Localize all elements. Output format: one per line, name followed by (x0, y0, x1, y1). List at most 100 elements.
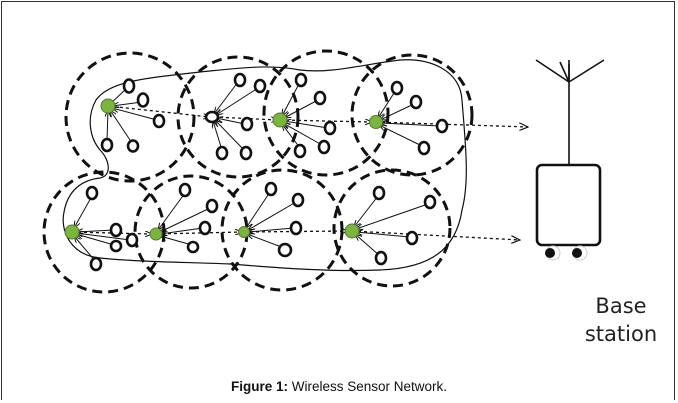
sensor-nodes (85, 72, 449, 272)
cluster-boundary (350, 53, 474, 177)
member-link (355, 234, 381, 257)
sensor-node (293, 143, 307, 159)
member-links (74, 81, 441, 263)
sensor-node (317, 139, 331, 155)
cluster-boundary (262, 49, 390, 177)
sensor-node (372, 185, 386, 201)
sensor-node (240, 116, 254, 132)
member-link (354, 195, 379, 227)
member-link (284, 121, 329, 129)
member-link (76, 233, 131, 241)
sensor-node (294, 72, 308, 88)
member-link (112, 108, 158, 121)
sensor-node (109, 222, 123, 238)
forwarding-link (107, 105, 210, 117)
sensor-node (277, 242, 293, 258)
sensor-node (186, 240, 200, 254)
sensor-node (289, 220, 303, 236)
member-link (282, 81, 301, 116)
sensor-node (136, 92, 150, 108)
member-link (110, 110, 133, 144)
antenna-icon (535, 59, 605, 165)
forwarding-link (243, 231, 348, 232)
cluster-heads (64, 98, 383, 241)
sensor-node (125, 232, 139, 248)
sensor-node (198, 220, 212, 236)
cluster-head-node (369, 115, 383, 129)
sensor-node (390, 80, 404, 96)
member-link (247, 234, 285, 249)
sensor-node (323, 120, 337, 136)
cluster-head-node (272, 112, 288, 128)
sensor-node (374, 250, 388, 266)
sensor-node (215, 145, 229, 161)
member-link (246, 191, 271, 228)
member-link (248, 227, 295, 232)
cluster-boundary (42, 170, 166, 294)
member-link (107, 110, 108, 142)
forwarding-link (279, 120, 372, 122)
sensor-node (253, 78, 267, 94)
member-link (160, 236, 193, 246)
cluster-head-node (64, 224, 80, 240)
caption-label: Figure 1: (230, 379, 288, 394)
member-link (356, 232, 411, 238)
base-station-box (535, 163, 602, 247)
base-station-label: Base station (566, 292, 676, 348)
figure-caption: Figure 1: Wireless Sensor Network. (0, 379, 678, 394)
member-link (380, 103, 415, 120)
sensor-node (291, 192, 305, 208)
cluster-head-node (149, 227, 163, 241)
forwarding-link (155, 232, 242, 234)
member-link (216, 118, 246, 125)
cluster-boundary (64, 51, 196, 183)
sensor-node (126, 139, 140, 153)
sensor-node (89, 256, 103, 272)
sensor-node (85, 185, 99, 201)
member-link (160, 207, 211, 232)
sensor-node (423, 194, 437, 210)
member-link (283, 123, 323, 146)
sensor-node (417, 140, 431, 156)
sensor-node (435, 118, 449, 134)
cluster-boundary (176, 55, 300, 179)
member-link (160, 227, 204, 234)
forwarding-link (71, 232, 152, 234)
base-station-label-line2: station (584, 322, 658, 346)
member-link (74, 195, 93, 228)
sensor-node (122, 78, 136, 94)
sensor-node (405, 230, 419, 246)
member-link (379, 125, 423, 147)
sensor-node (264, 181, 278, 197)
member-link (356, 203, 429, 229)
base-station-label-line1: Base (595, 294, 647, 318)
cluster-head-node (100, 98, 116, 114)
caption-text: Wireless Sensor Network. (287, 379, 448, 394)
forwarding-links (71, 105, 528, 240)
sensor-node (178, 182, 192, 198)
sensor-node (205, 198, 219, 214)
member-link (380, 123, 441, 127)
member-link (74, 236, 97, 263)
member-link (248, 201, 297, 230)
member-link (378, 89, 397, 118)
member-link (76, 230, 115, 232)
base-station (535, 59, 605, 261)
sensor-node (100, 137, 114, 153)
wheel-icon (545, 245, 588, 261)
member-link (284, 99, 319, 118)
forwarding-link (351, 230, 520, 240)
sensor-node (233, 72, 247, 88)
sensor-node (239, 145, 253, 161)
member-link (214, 81, 239, 114)
member-link (112, 101, 143, 106)
sensor-node (409, 94, 423, 110)
sensor-node (152, 113, 166, 129)
member-link (158, 192, 186, 230)
sensor-network-diagram (42, 49, 605, 294)
cluster-head-node (238, 226, 250, 238)
routing-path (62, 59, 467, 272)
sensor-node (109, 239, 123, 253)
member-link (215, 120, 245, 151)
